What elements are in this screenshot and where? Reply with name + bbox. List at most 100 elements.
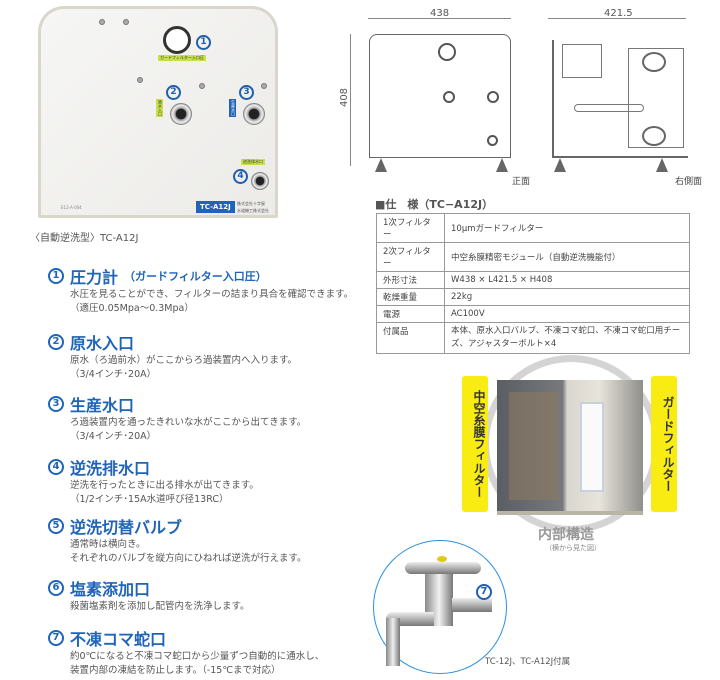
faucet-pipe xyxy=(452,598,492,612)
description-line: それぞれのバルブを縦方向にひねれば逆洗が行えます。 xyxy=(70,553,307,564)
feature-description: 原水（ろ過前水）がここからろ過装置内へ入ります。（3/4インチ･20A） xyxy=(70,354,297,382)
photo-caption: 〈自動逆洗型〉TC-A12J xyxy=(30,233,139,244)
guard-filter-cartridge xyxy=(580,402,604,492)
feature-item: 2 原水入口原水（ろ過前水）がここからろ過装置内へ入ります。（3/4インチ･20A… xyxy=(48,330,297,382)
spec-value: 22kg xyxy=(444,288,690,306)
spec-value: AC100V xyxy=(444,305,690,323)
feature-title-text: 原水入口 xyxy=(70,334,135,353)
number-badge: 6 xyxy=(48,580,64,596)
bolt-icon xyxy=(199,83,205,89)
number-badge: 5 xyxy=(48,518,64,534)
inlet-label: 原水入口 xyxy=(156,99,163,117)
number-badge: 2 xyxy=(48,334,64,350)
outlet-port xyxy=(243,103,265,125)
depth-dimension: 421.5 xyxy=(604,8,633,19)
feature-title: 5 逆洗切替バルブ xyxy=(48,514,307,538)
spec-key: 付属品 xyxy=(376,322,445,354)
dimension-line xyxy=(548,18,686,19)
faucet-caption: TC-12J、TC-A12J付属 xyxy=(485,657,571,667)
leg-drawing xyxy=(656,158,668,172)
leg-drawing xyxy=(375,158,387,172)
feature-title-text: 不凍コマ蛇口 xyxy=(70,630,167,649)
inner-structure-photo xyxy=(497,380,643,515)
feature-description: 逆洗を行ったときに出る排水が出てきます。 （1/2インチ･15A水道呼び径13RC… xyxy=(70,479,259,507)
spec-key: 1次フィルター xyxy=(376,213,445,243)
description-line: 通常時は横向き。 xyxy=(70,539,146,550)
side-label: 右側面 xyxy=(675,177,703,187)
height-dimension: 408 xyxy=(339,87,351,108)
pipe-drawing xyxy=(574,104,644,112)
pressure-gauge-icon xyxy=(163,26,191,54)
number-badge: 1 xyxy=(48,268,64,284)
hollow-fiber-module xyxy=(509,392,559,500)
spec-title: ■仕 様（TC−A12J） xyxy=(375,198,494,211)
number-badge: 1 xyxy=(196,35,211,50)
dimension-line xyxy=(350,34,351,166)
maker-line: 株式会社十字屋 xyxy=(237,201,265,206)
spec-value: 本体、原水入口バルブ、不凍コマ蛇口、不凍コマ蛇口用チーズ、アジャスターボルト×4 xyxy=(444,322,690,354)
feature-description: 通常時は横向き。それぞれのバルブを縦方向にひねれば逆洗が行えます。 xyxy=(70,538,307,566)
number-badge: 2 xyxy=(166,85,181,100)
table-row: 付属品本体、原水入口バルブ、不凍コマ蛇口、不凍コマ蛇口用チーズ、アジャスターボル… xyxy=(376,322,690,354)
port-drawing xyxy=(487,91,499,103)
bolt-icon xyxy=(123,19,129,25)
feature-item: 6 塩素添加口殺菌塩素剤を添加し配管内を洗浄します。 xyxy=(48,576,250,614)
leg-drawing xyxy=(496,158,508,172)
spec-value: 10μmガードフィルター xyxy=(444,213,690,243)
spec-value: W438 × L421.5 × H408 xyxy=(444,271,690,289)
gauge-label: ガードフィルター入口圧 xyxy=(158,55,206,61)
port-drawing xyxy=(443,91,455,103)
feature-title-text: 逆洗切替バルブ xyxy=(70,518,183,537)
description-line: 殺菌塩素剤を添加し配管内を洗浄します。 xyxy=(70,601,250,612)
inlet-port xyxy=(170,103,192,125)
description-line: ろ過装置内を通ったきれいな水がここから出てきます。 xyxy=(70,417,307,428)
description-line: （1/2インチ･15A水道呼び径13RC） xyxy=(70,494,229,505)
hollow-fiber-filter-label: 中空糸膜フィルター xyxy=(462,376,488,512)
gauge-drawing xyxy=(438,43,456,61)
description-line: （3/4インチ･20A） xyxy=(70,431,157,442)
side-view-drawing xyxy=(552,40,688,158)
feature-title: 2 原水入口 xyxy=(48,330,297,354)
inner-structure-title: 内部構造 xyxy=(538,527,594,543)
bolt-icon xyxy=(137,77,143,83)
faucet-spout-tip xyxy=(386,618,400,666)
description-line: 約0℃になると不凍コマ蛇口から少量ずつ自動的に通水し、 xyxy=(70,651,325,662)
feature-title-text: 塩素添加口 xyxy=(70,580,151,599)
spec-key: 乾燥重量 xyxy=(376,288,445,306)
spec-value: 中空糸膜精密モジュール（自動逆洗機能付） xyxy=(444,242,690,272)
maker-line: 水道機工株式会社 xyxy=(237,208,269,213)
feature-title-text: 逆洗排水口 xyxy=(70,459,151,478)
number-badge: 7 xyxy=(476,584,492,600)
spec-key: 外形寸法 xyxy=(376,271,445,289)
faucet-cap xyxy=(437,556,447,562)
faucet-circle xyxy=(373,540,507,674)
feature-item: 5 逆洗切替バルブ通常時は横向き。それぞれのバルブを縦方向にひねれば逆洗が行えます… xyxy=(48,514,307,566)
serial-text: E12-A-004 xyxy=(61,205,82,210)
faucet-handle xyxy=(405,562,481,574)
product-photo: 1 ガードフィルター入口圧 2 原水入口 3 生産水口 逆洗排水口 4 E12-… xyxy=(38,6,278,218)
bolt-icon xyxy=(99,19,105,25)
width-dimension: 438 xyxy=(430,8,450,19)
description-line: （適圧0.05Mpa〜0.3Mpa） xyxy=(70,303,194,314)
bolt-icon xyxy=(261,83,267,89)
description-line: （3/4インチ･20A） xyxy=(70,369,157,380)
pipe-drawing xyxy=(642,52,666,72)
description-line: 逆洗を行ったときに出る排水が出てきます。 xyxy=(70,480,259,491)
feature-title: 6 塩素添加口 xyxy=(48,576,250,600)
table-row: 2次フィルター中空糸膜精密モジュール（自動逆洗機能付） xyxy=(376,242,690,272)
maker-text: 株式会社十字屋水道機工株式会社 xyxy=(237,200,269,214)
pipe-drawing xyxy=(642,126,666,146)
model-badge: TC-A12J xyxy=(196,201,235,213)
feature-description: 水圧を見ることができ、フィルターの詰まり具合を確認できます。 （適圧0.05Mpa… xyxy=(70,288,353,316)
filter-drawing xyxy=(562,44,602,78)
feature-title-text: 生産水口 xyxy=(70,396,135,415)
number-badge: 4 xyxy=(233,169,248,184)
description-line: 水圧を見ることができ、フィルターの詰まり具合を確認できます。 xyxy=(70,289,354,300)
